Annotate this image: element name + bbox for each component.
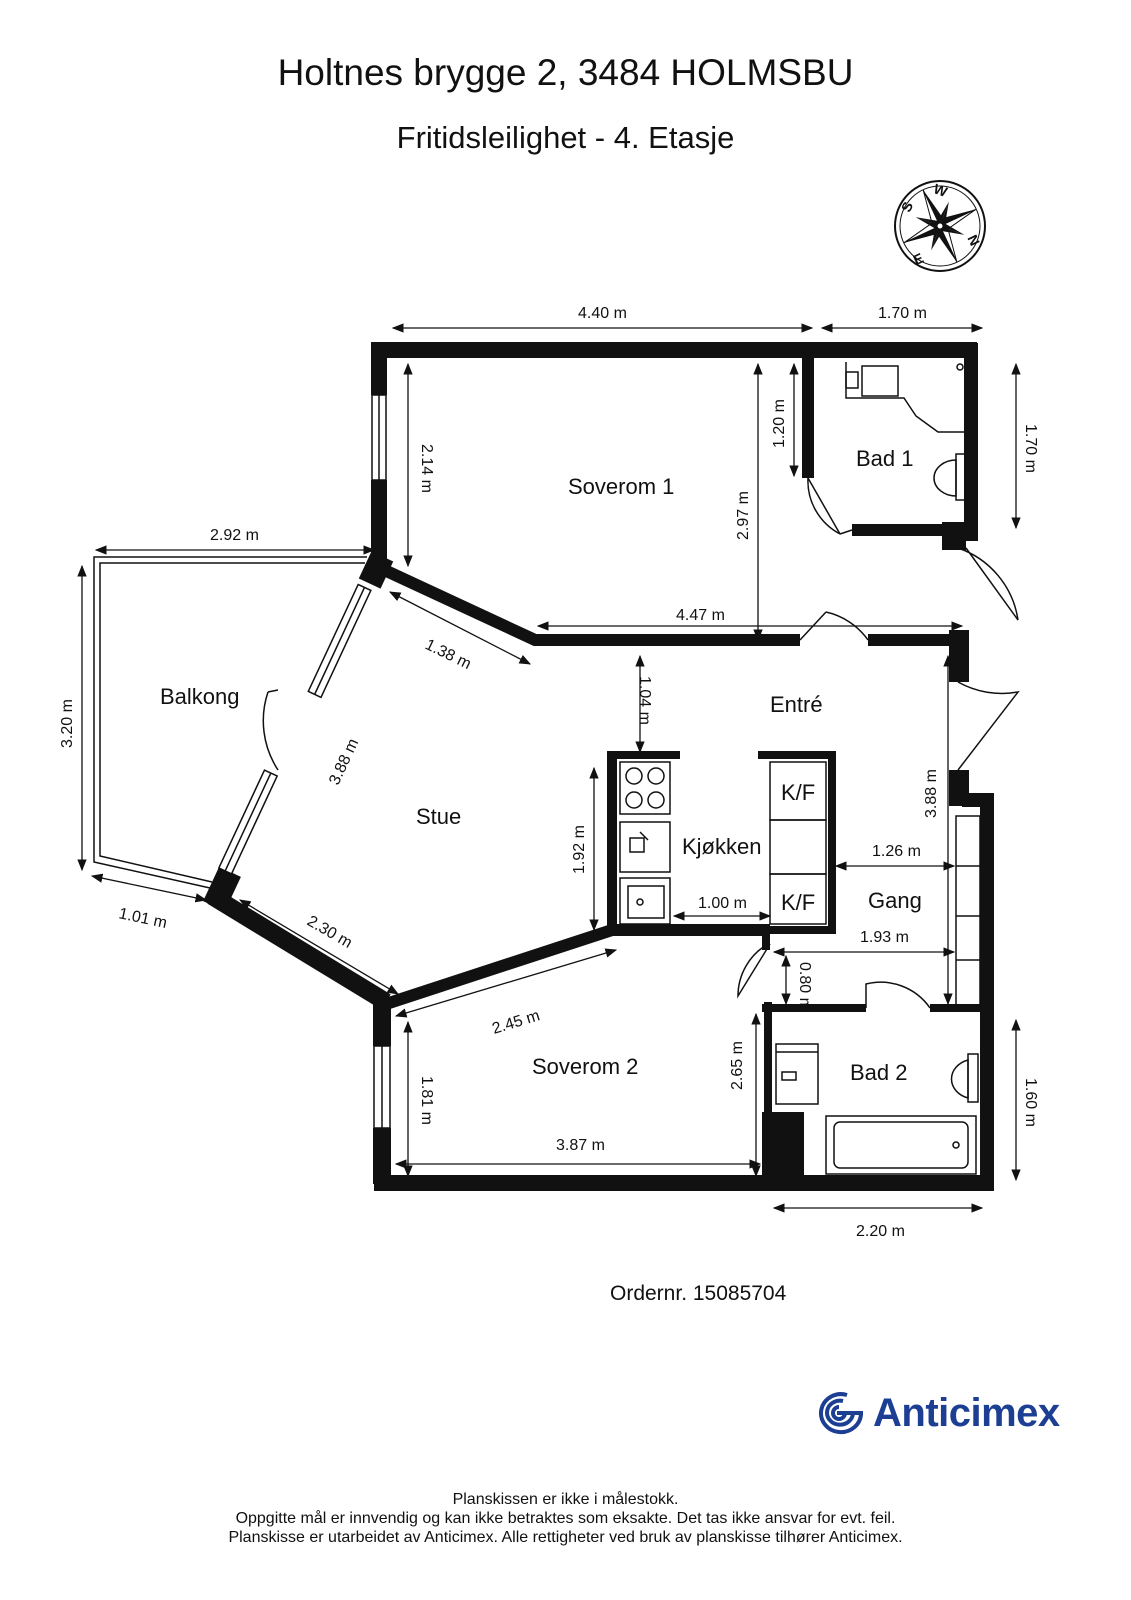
dim-label: 0.80 m (796, 962, 813, 1011)
wall-soverom1-bottom (377, 562, 800, 646)
dim-label: 1.01 m (117, 905, 168, 932)
dim-label: 1.26 m (872, 843, 921, 860)
sink-icon (619, 821, 671, 873)
footer-line-2: Oppgitte mål er innvendig og kan ikke be… (235, 1510, 896, 1527)
anticimex-logo-text: Anticimex (873, 1390, 1060, 1435)
room-label-gang: Gang (868, 888, 922, 913)
bathtub-icon (825, 1115, 977, 1175)
dim-label: 2.30 m (304, 913, 355, 952)
room-label-kjokken: Kjøkken (682, 834, 761, 859)
dim-label: 1.60 m (1022, 1078, 1039, 1127)
room-label-soverom1: Soverom 1 (568, 474, 674, 499)
room-label-kf-bottom: K/F (781, 890, 815, 915)
compass-letter-e: E (911, 250, 926, 268)
bad2-toilet-icon (950, 1053, 979, 1103)
room-label-bad1: Bad 1 (856, 446, 914, 471)
doors (262, 477, 1020, 1009)
dim-label: 3.87 m (556, 1137, 605, 1154)
page-subtitle: Fritidsleilighet - 4. Etasje (396, 120, 735, 155)
footer-line-3: Planskisse er utarbeidet av Anticimex. A… (228, 1529, 903, 1546)
walls (203, 342, 994, 1191)
dim-label: 3.20 m (59, 699, 76, 748)
footer-line-1: Planskissen er ikke i målestokk. (452, 1491, 679, 1508)
room-label-kf-top: K/F (781, 780, 815, 805)
bad2-sink-icon (775, 1043, 819, 1105)
shower-icon (845, 362, 964, 433)
dim-label: 2.97 m (735, 491, 752, 540)
toilet-icon (933, 453, 967, 501)
dim-label: 1.81 m (418, 1076, 435, 1125)
room-label-balkong: Balkong (160, 684, 240, 709)
closet-icon (955, 815, 981, 1007)
kf-bottom-cabinet (769, 873, 827, 925)
dim-label: 1.70 m (878, 305, 927, 322)
dim-label: 2.14 m (418, 444, 435, 493)
wall-stue-lower-left (207, 888, 391, 1010)
wall-right-gang (962, 793, 994, 1184)
dimension-lines (77, 323, 1021, 1213)
order-number: Ordernr. 15085704 (610, 1282, 787, 1305)
dim-label: 1.70 m (1022, 424, 1039, 473)
room-label-soverom2: Soverom 2 (532, 1054, 638, 1079)
compass-letter-w: W (932, 180, 951, 200)
dim-label: 2.20 m (856, 1223, 905, 1240)
windows (217, 394, 391, 1129)
dim-label: 1.92 m (571, 825, 588, 874)
dim-label: 1.00 m (698, 895, 747, 912)
dim-label: 2.92 m (210, 527, 259, 544)
dim-label: 3.88 m (326, 736, 362, 788)
balcony-outline (93, 556, 367, 889)
wall-stue-lower-right (384, 924, 770, 1010)
compass-icon: S W N E (894, 180, 986, 272)
dim-label: 4.40 m (578, 305, 627, 322)
room-label-bad2: Bad 2 (850, 1060, 908, 1085)
dim-label: 1.38 m (422, 636, 473, 673)
stove-icon (619, 761, 671, 815)
wall-right-bad1 (944, 343, 978, 541)
compass-letter-s: S (898, 199, 916, 214)
room-label-stue: Stue (416, 804, 461, 829)
dim-label: 1.04 m (636, 676, 653, 725)
room-label-entre: Entré (770, 692, 823, 717)
dim-label: 4.47 m (676, 607, 725, 624)
anticimex-logo: Anticimex (817, 1390, 1060, 1436)
dim-label: 2.65 m (729, 1041, 746, 1090)
dim-label: 2.45 m (490, 1007, 542, 1038)
page-title: Holtnes brygge 2, 3484 HOLMSBU (277, 52, 854, 93)
dim-label: 1.20 m (771, 399, 788, 448)
dim-label: 1.93 m (860, 929, 909, 946)
dim-label: 3.88 m (923, 769, 940, 818)
fixtures (619, 362, 981, 1175)
anticimex-logo-icon (819, 1392, 864, 1435)
